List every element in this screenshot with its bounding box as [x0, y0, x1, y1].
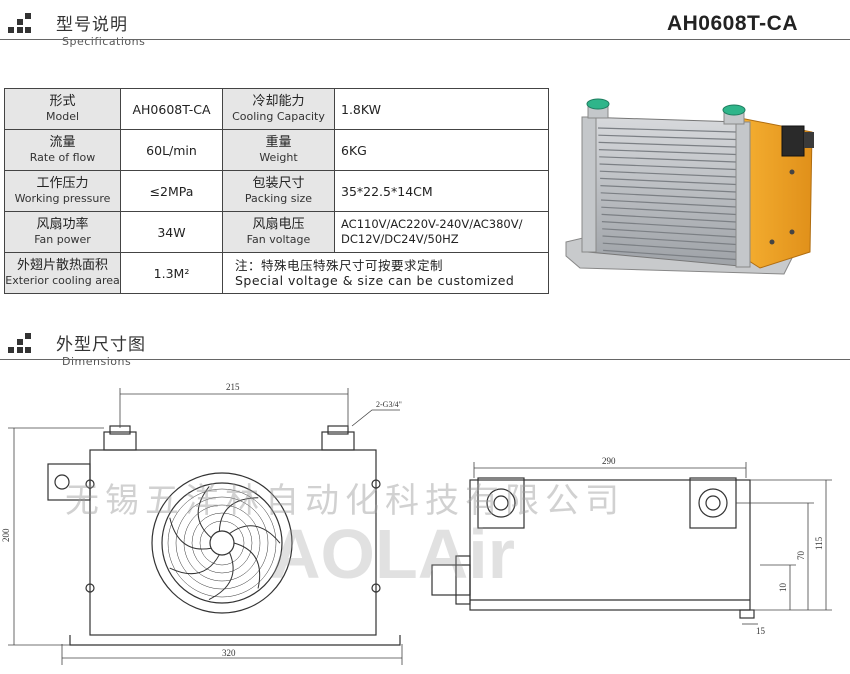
custom-note-en: Special voltage & size can be customized	[235, 273, 515, 288]
watermark-brand: AOLAir	[270, 515, 515, 593]
header-rule	[0, 39, 850, 40]
section-squares-icon	[8, 333, 31, 353]
dim-15: 15	[756, 626, 766, 636]
dim-70: 70	[796, 551, 806, 561]
dim-290: 290	[602, 456, 616, 466]
dim-10: 10	[778, 583, 788, 593]
product-photo	[565, 98, 814, 275]
dim-200: 200	[1, 528, 11, 542]
section-squares-icon	[8, 13, 31, 33]
port-thread-label: 2-G3/4"	[376, 400, 402, 409]
dim-115: 115	[814, 536, 824, 550]
watermark-company: 无锡五洋林自动化科技有限公司	[65, 481, 625, 521]
dim-320: 320	[222, 648, 236, 658]
header-rule	[0, 359, 850, 360]
dimension-drawing: 215 320 200 2-G3/4" 290 115 70 10 15 无锡五…	[1, 382, 832, 665]
dim-215: 215	[226, 382, 240, 392]
model-number-heading: AH0608T-CA	[666, 12, 798, 35]
custom-note-cn: 注：特殊电压特殊尺寸可按要求定制	[235, 258, 444, 273]
